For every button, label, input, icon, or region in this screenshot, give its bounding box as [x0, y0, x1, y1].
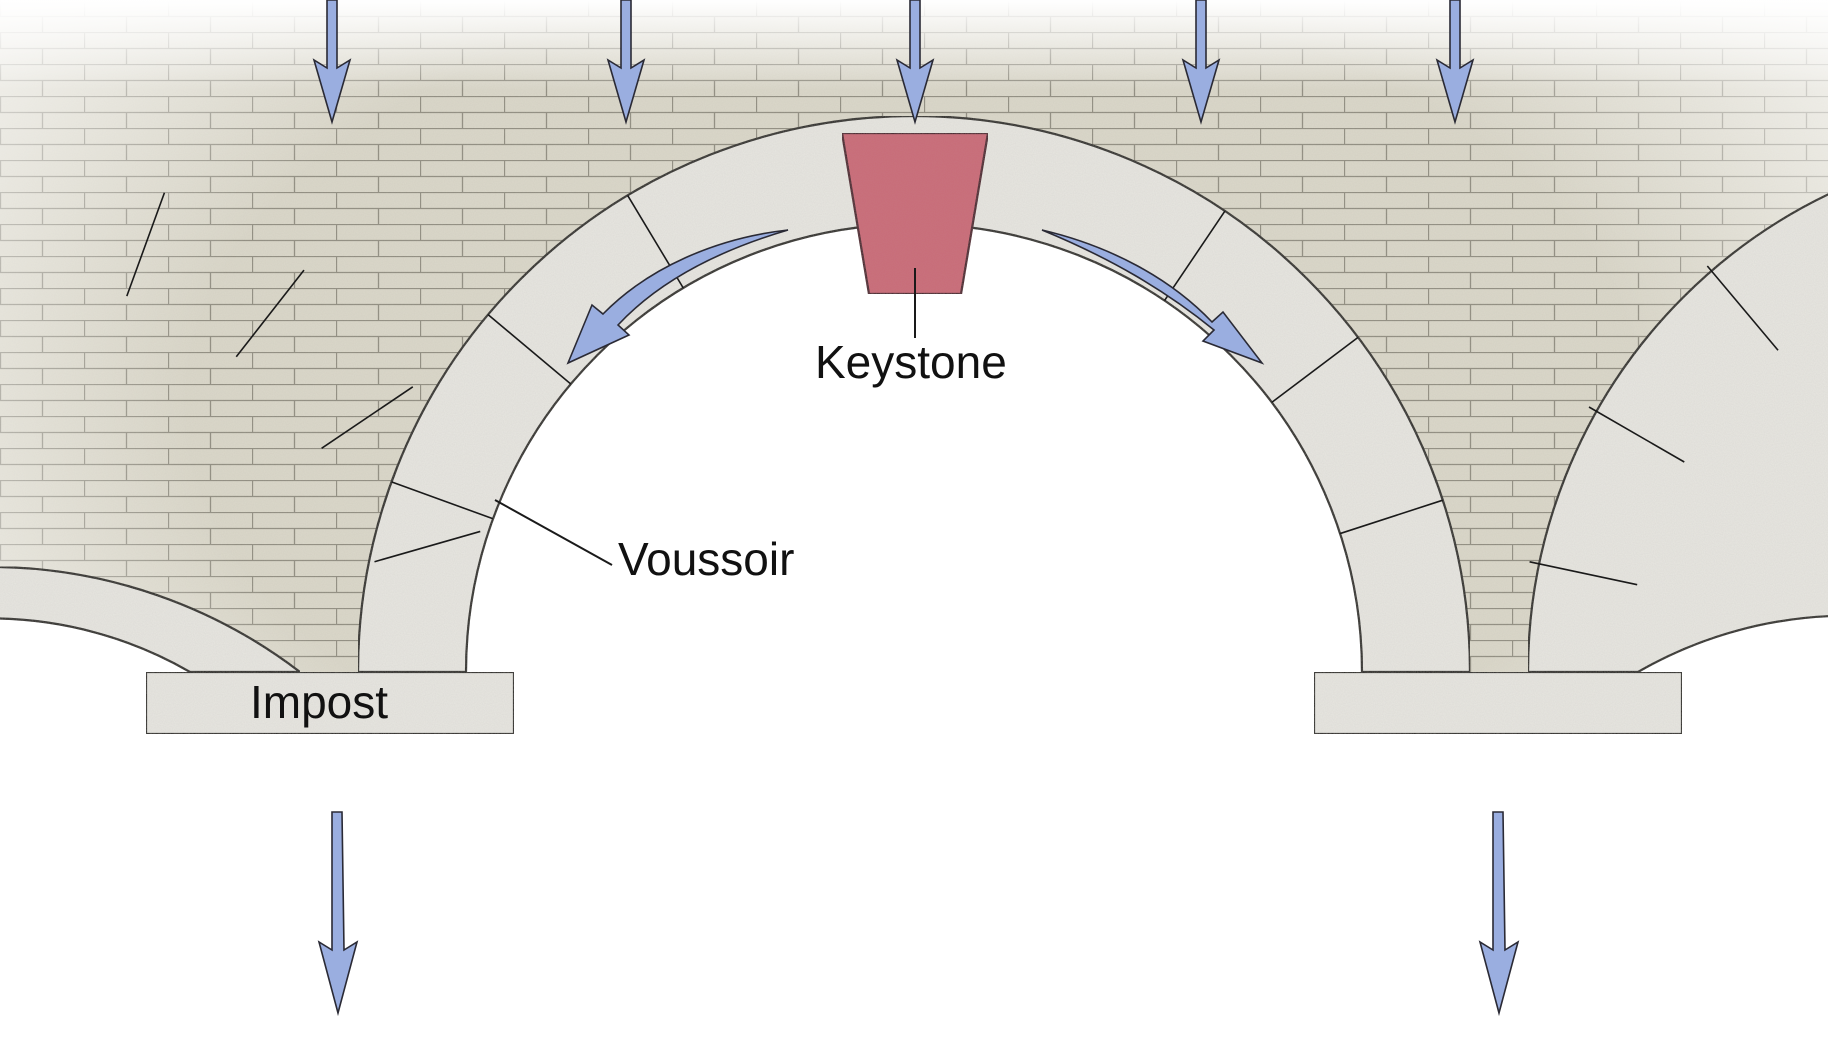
voussoir-joint [1529, 561, 1638, 586]
down-arrow-icon [312, 0, 352, 125]
impost-label: Impost [250, 676, 388, 728]
arch-opening [466, 224, 1362, 1061]
down-arrow-icon [606, 0, 646, 125]
voussoir-joint [374, 530, 481, 563]
central-arch-ring [356, 114, 1472, 674]
left-impost [144, 670, 516, 736]
curved-arrow-icon [566, 229, 789, 365]
left-arch-ring [0, 192, 481, 674]
left-arch-opening [0, 618, 190, 1061]
keystone-block [840, 131, 990, 296]
voussoir-joint [1271, 336, 1359, 404]
voussoir-joint [321, 386, 414, 449]
voussoir-joint [1163, 210, 1226, 302]
voussoir-joint [1588, 406, 1685, 463]
voussoir-joint [487, 313, 572, 385]
right-impost [1312, 670, 1684, 736]
voussoir-label: Voussoir [618, 533, 794, 585]
voussoir-joint [1706, 265, 1779, 351]
down-arrow-icon [1435, 0, 1475, 125]
keystone-label: Keystone [815, 336, 1007, 388]
voussoir-leader-line [494, 499, 613, 566]
voussoir-joint [1339, 499, 1444, 535]
load-arrows [312, 0, 1475, 125]
voussoir-joint [391, 481, 494, 520]
curved-arrow-icon [1041, 229, 1265, 365]
down-arrow-icon [317, 811, 359, 1017]
pier-arrows [317, 811, 1520, 1017]
voussoir-joint [126, 192, 166, 297]
down-arrow-icon [1181, 0, 1221, 125]
down-arrow-icon [895, 0, 935, 125]
right-arch-ring [1526, 193, 1828, 674]
down-arrow-icon [1478, 811, 1520, 1017]
right-arch-opening [1638, 616, 1828, 1061]
voussoir-joint [235, 269, 305, 358]
thrust-arrows [566, 229, 1265, 365]
